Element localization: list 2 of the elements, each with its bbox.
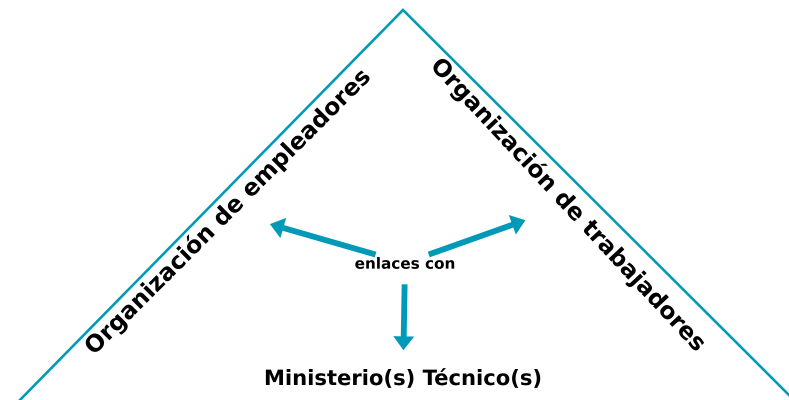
node-label: Ministerio(s) Técnico(s) bbox=[266, 368, 540, 388]
node-label: enlaces con bbox=[355, 257, 454, 269]
